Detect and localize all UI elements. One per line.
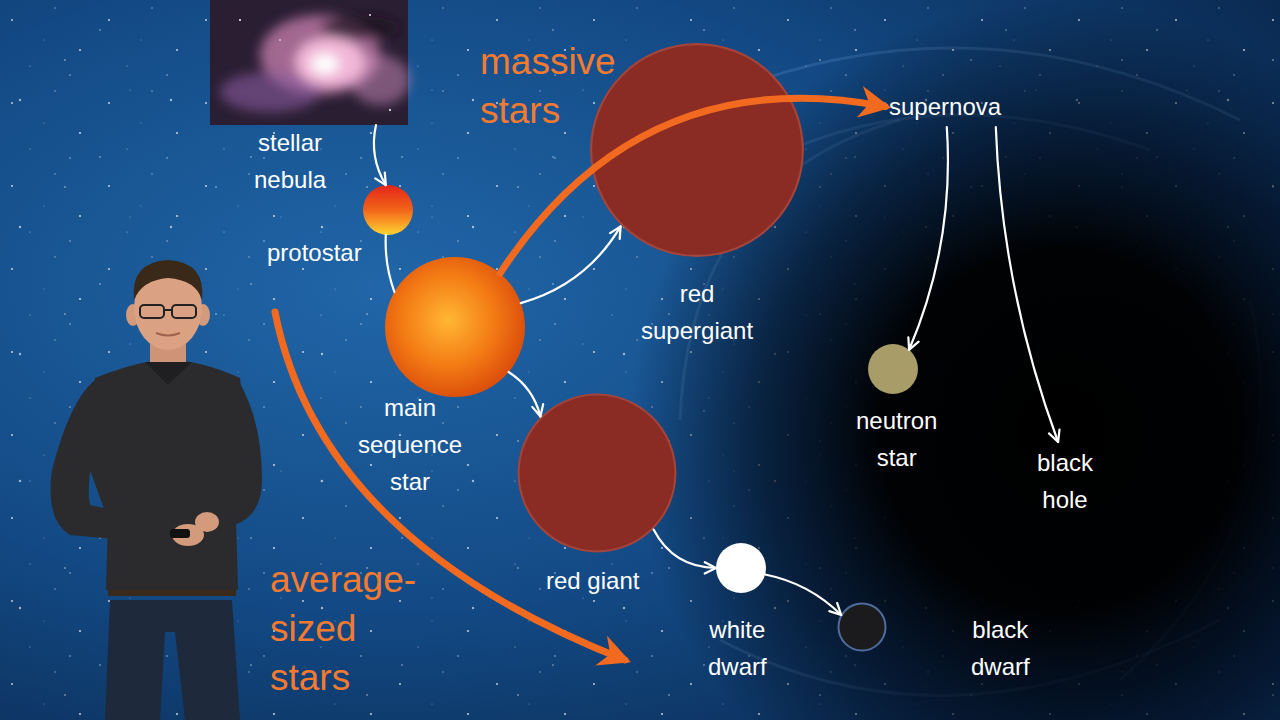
- node-label: red supergiant: [641, 275, 753, 349]
- stage-arrow: [996, 127, 1058, 442]
- node-label: supernova: [889, 88, 1001, 125]
- circle-outline: [868, 344, 918, 394]
- dwarf-circle: black dwarf: [838, 603, 886, 651]
- node-label: red giant: [546, 562, 639, 599]
- presenter: [50, 260, 262, 720]
- dwarf-circle: white dwarf: [716, 543, 766, 593]
- stage-arrow: [521, 226, 621, 303]
- circle-outline: [385, 257, 525, 397]
- supergiant-circle: red supergiant: [589, 42, 805, 258]
- nebula-image: stellar nebula: [210, 0, 408, 125]
- stage-arrow: [909, 127, 948, 350]
- stage-arrow: [374, 125, 386, 185]
- protostar-circle: protostar: [363, 185, 413, 235]
- circle-outline: [517, 393, 677, 553]
- stage-text: supernova: [885, 86, 1005, 127]
- node-label: neutron star: [856, 402, 937, 476]
- stage-arrow: [509, 372, 541, 416]
- giant-circle: red giant: [517, 393, 677, 553]
- circle-outline: [838, 603, 886, 651]
- neutron-circle: neutron star: [868, 344, 918, 394]
- circle-outline: [363, 185, 413, 235]
- stage-text: black hole: [1033, 442, 1097, 520]
- group-label: average-sized stars: [270, 555, 416, 702]
- node-label: black hole: [1037, 444, 1093, 518]
- node-label: main sequence star: [358, 389, 462, 500]
- circle-outline: [589, 42, 805, 258]
- nebula-picture: [210, 0, 408, 125]
- node-label: black dwarf: [971, 611, 1030, 685]
- stage-arrow: [765, 575, 841, 616]
- star-circle: main sequence star: [385, 257, 525, 397]
- stage-arrow: [386, 235, 395, 292]
- group-label: massive stars: [480, 37, 616, 135]
- stage-arrow: [654, 530, 716, 568]
- circle-outline: [716, 543, 766, 593]
- node-label: stellar nebula: [254, 124, 326, 198]
- node-label: protostar: [267, 234, 362, 271]
- node-label: white dwarf: [708, 611, 767, 685]
